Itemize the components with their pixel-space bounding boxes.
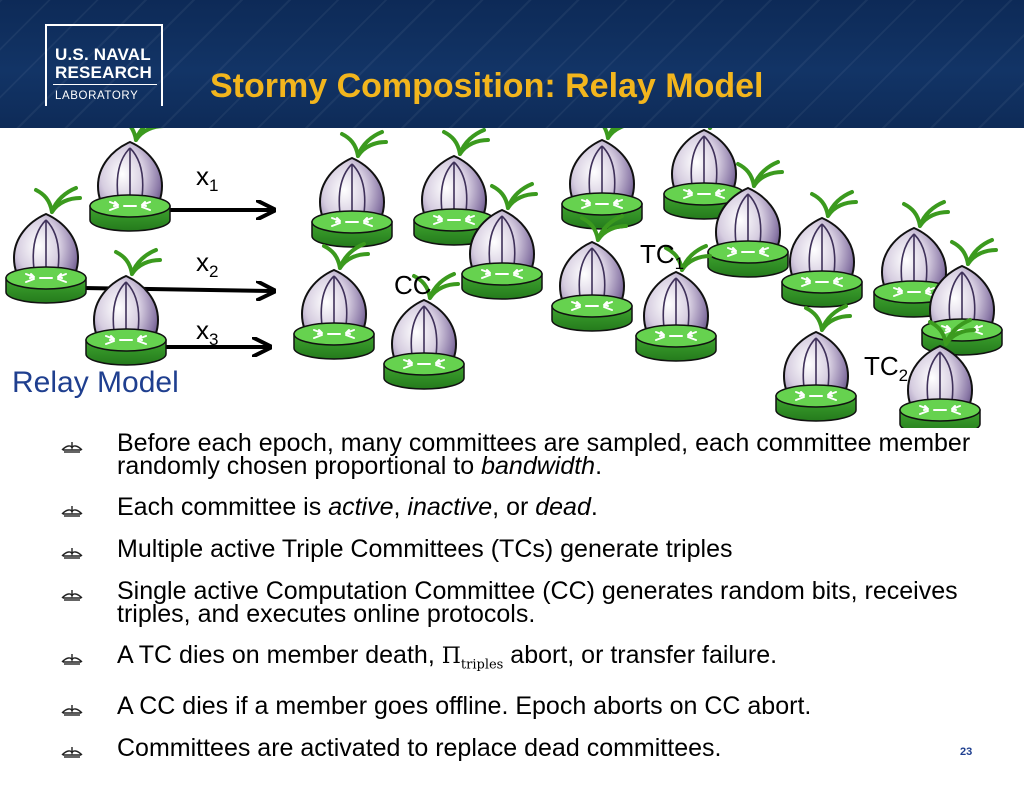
list-item: Before each epoch, many committees are s… xyxy=(60,429,1000,480)
label-x2: x2 xyxy=(196,247,219,281)
bullet-3-text: Multiple active Triple Committees (TCs) … xyxy=(117,535,733,563)
pi-symbol: Π xyxy=(441,644,461,669)
bullet-1-text: Before each epoch, many committees are s… xyxy=(117,429,971,480)
book-bullet-icon xyxy=(61,590,83,601)
book-bullet-icon xyxy=(61,548,83,559)
onion-router-icon xyxy=(84,248,168,367)
logo-line-3: LABORATORY xyxy=(55,90,139,102)
relay-model-heading: Relay Model xyxy=(12,366,179,399)
logo-line-1: U.S. NAVAL xyxy=(55,45,151,64)
page-number: 23 xyxy=(960,746,973,758)
diagram-canvas xyxy=(4,128,1004,428)
onion-router-icon xyxy=(560,128,644,231)
bullet-list: Before each epoch, many committees are s… xyxy=(60,429,1000,763)
label-x3: x3 xyxy=(196,315,219,349)
book-bullet-icon xyxy=(61,654,83,665)
bullet-5-text: A TC dies on member death, xyxy=(117,641,442,669)
onion-router-icon xyxy=(774,304,858,423)
bullet-2-active: active xyxy=(328,493,394,521)
bullet-2-text: Each committee is xyxy=(117,493,329,521)
header-pattern xyxy=(0,0,1024,128)
list-item: Each committee is active, inactive, or d… xyxy=(60,493,1000,521)
book-bullet-icon xyxy=(61,506,83,517)
bullet-7-text: Committees are activated to replace dead… xyxy=(117,734,722,763)
label-x1: x1 xyxy=(196,161,219,195)
bullet-5-rest: abort, or transfer failure. xyxy=(503,641,778,669)
book-bullet-icon xyxy=(61,747,83,759)
relay-diagram: x1 x2 x3 CC TC1 TC2 xyxy=(0,128,1024,428)
logo-divider xyxy=(53,84,157,85)
list-item: A TC dies on member death, Πtriples abor… xyxy=(60,641,1000,676)
label-cc: CC xyxy=(394,270,432,300)
list-item: A CC dies if a member goes offline. Epoc… xyxy=(60,692,1000,721)
slide-title: Stormy Composition: Relay Model xyxy=(210,67,764,105)
header-banner: U.S. NAVAL RESEARCH LABORATORY Stormy Co… xyxy=(0,0,1024,128)
onion-router-icon xyxy=(780,190,864,309)
onion-router-icon xyxy=(310,130,394,249)
book-bullet-icon xyxy=(61,442,83,453)
bullet-4-text: Single active Computation Committee (CC)… xyxy=(117,577,958,628)
bullet-2-inactive: inactive xyxy=(407,493,493,521)
onion-router-icon xyxy=(88,128,172,233)
onion-router-icon xyxy=(4,186,88,305)
bullet-2-end: . xyxy=(590,493,598,521)
list-item: Multiple active Triple Committees (TCs) … xyxy=(60,535,1000,563)
bullet-1-emphasis: bandwidth xyxy=(481,452,596,480)
logo-line-2: RESEARCH xyxy=(55,63,153,82)
bullet-6-text: A CC dies if a member goes offline. Epoc… xyxy=(117,692,812,721)
label-tc1: TC1 xyxy=(640,239,685,273)
bullet-1-end: . xyxy=(595,452,603,480)
bullet-2-dead: dead xyxy=(535,493,591,521)
book-bullet-icon xyxy=(61,705,83,717)
onion-router-icon xyxy=(292,242,376,361)
pi-triples: Πtriples xyxy=(441,644,504,673)
onion-router-icon xyxy=(550,214,634,333)
nrl-logo: U.S. NAVAL RESEARCH LABORATORY xyxy=(45,24,163,106)
list-item: Single active Computation Committee (CC)… xyxy=(60,577,1000,628)
bullet-2-sep-1: , xyxy=(393,493,408,521)
list-item: Committees are activated to replace dead… xyxy=(60,734,1000,763)
label-tc2: TC2 xyxy=(864,351,909,385)
bullet-2-sep-2: , or xyxy=(492,493,536,521)
pi-subscript: triples xyxy=(460,657,504,673)
